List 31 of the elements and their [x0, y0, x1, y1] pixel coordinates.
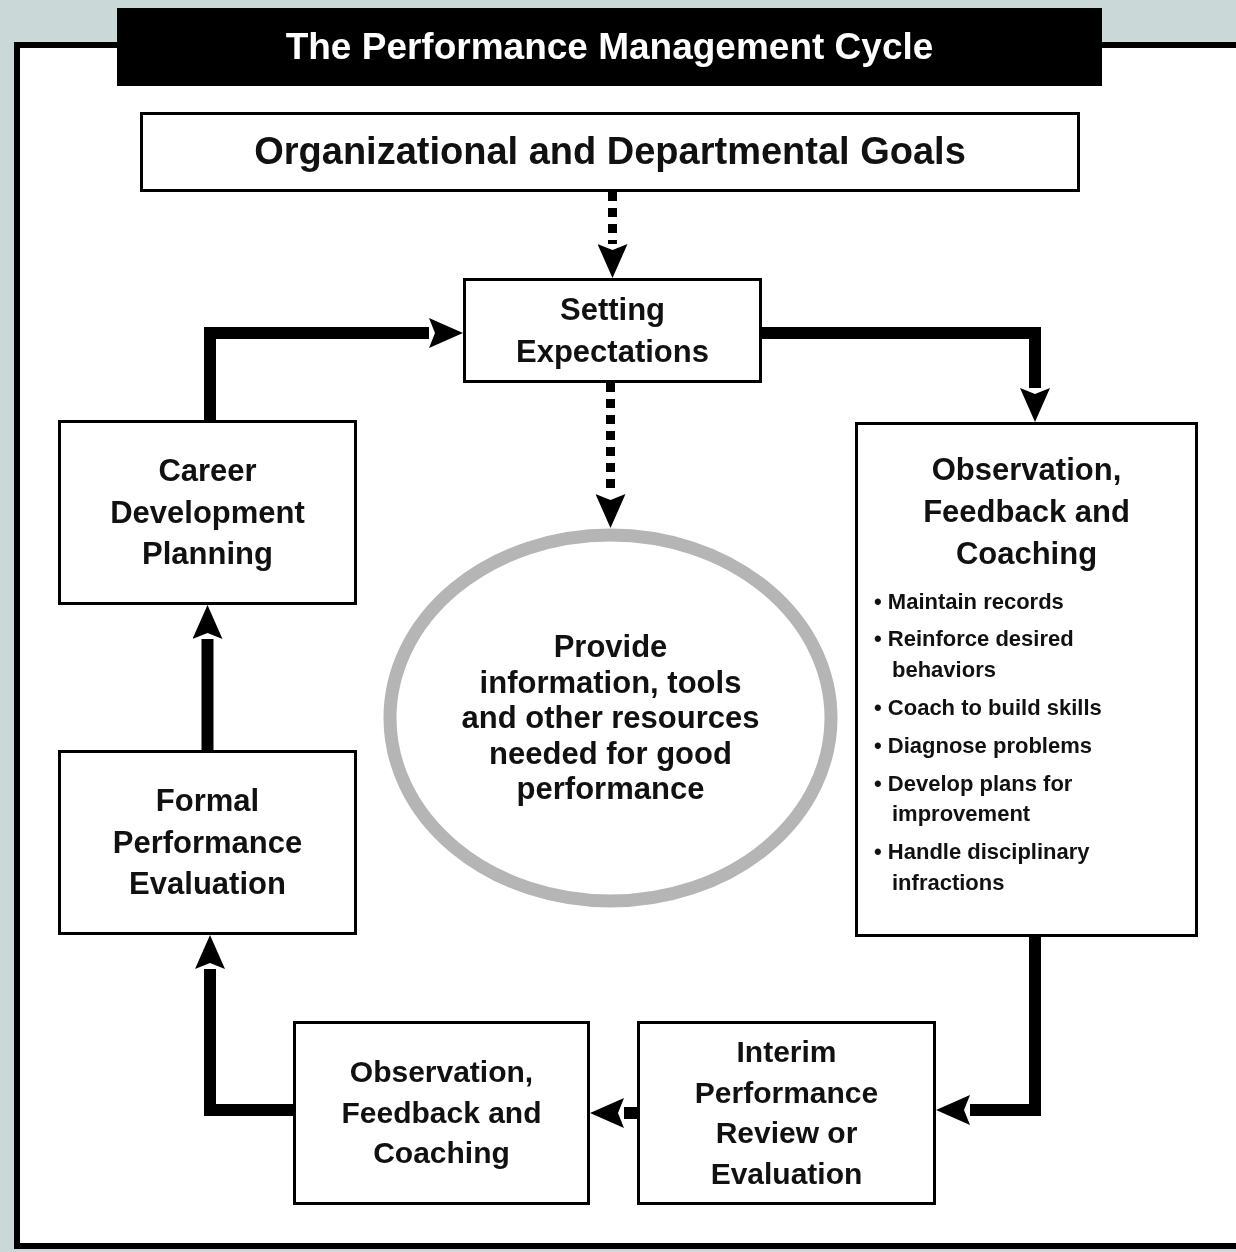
box-label: Career Development Planning: [109, 451, 306, 574]
title-banner: The Performance Management Cycle: [117, 8, 1102, 86]
bullet-item: • Handle disciplinary infractions: [874, 838, 1091, 897]
process-box: [58, 750, 357, 935]
process-box: [293, 1021, 590, 1205]
process-box: [637, 1021, 936, 1205]
box-label: Observation, Feedback and Coaching: [340, 1054, 543, 1172]
bullet-item: • Diagnose problems: [874, 731, 1093, 760]
bullet-item: • Coach to build skills: [874, 693, 1103, 722]
arrow: [762, 327, 1050, 422]
resource-circle: [383, 528, 838, 908]
arrow: [204, 318, 463, 420]
process-box: [140, 112, 1080, 192]
arrow: [195, 935, 293, 1116]
arrow: [192, 605, 223, 750]
box-label: Formal Performance Evaluation: [111, 781, 304, 904]
box-label: Organizational and Departmental Goals: [254, 129, 966, 175]
box-label: Setting Expectations: [515, 290, 710, 371]
circle-label: Provide information, tools and other resources needed for good performance: [460, 628, 761, 808]
box-label: Interim Performance Review or Evaluation: [693, 1034, 880, 1192]
process-box: [463, 278, 762, 383]
bullet-item: • Maintain records: [874, 587, 1065, 616]
process-box: [855, 422, 1198, 937]
box-heading: Observation, Feedback and Coaching: [922, 451, 1131, 573]
bullet-item: • Reinforce desired behaviors: [874, 625, 1075, 685]
dashed-arrow: [597, 192, 628, 278]
dashed-arrow: [595, 383, 626, 528]
process-box: [58, 420, 357, 605]
bullet-item: • Develop plans for improvement: [874, 769, 1074, 829]
arrow: [590, 1098, 637, 1128]
arrow: [936, 937, 1041, 1125]
